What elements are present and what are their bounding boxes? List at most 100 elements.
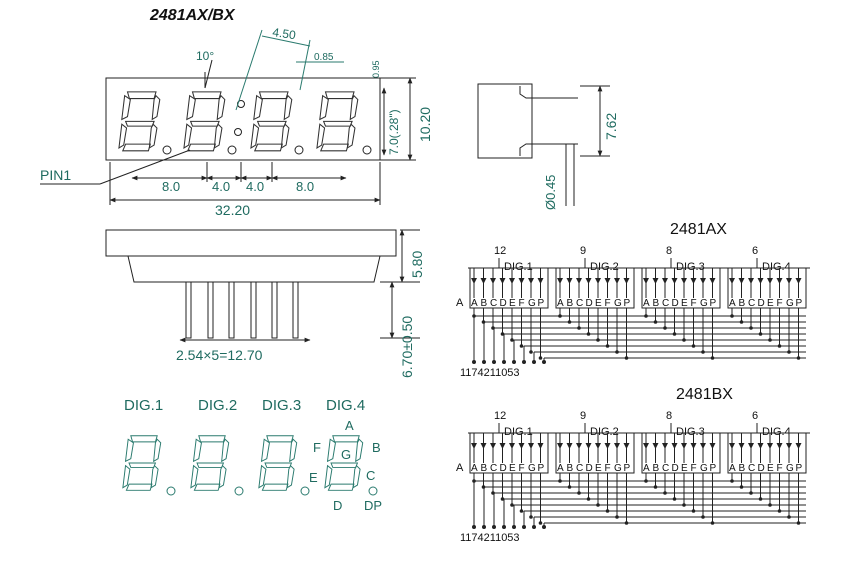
pin-node xyxy=(502,360,506,364)
segment-letter: E xyxy=(595,463,602,474)
segment-letter: A xyxy=(557,463,564,474)
diode-frame xyxy=(469,267,549,309)
seg-digit-4 xyxy=(324,435,364,491)
seg-letter-c: C xyxy=(366,468,375,483)
dim-pitch-2: 4.0 xyxy=(212,179,230,194)
segment-letter: C xyxy=(748,463,755,474)
segment-letter: F xyxy=(691,298,697,309)
segment-letter: B xyxy=(481,463,488,474)
common-pin-label: 9 xyxy=(580,245,586,257)
pin-node xyxy=(512,525,516,529)
pin-node xyxy=(482,360,486,364)
side-body xyxy=(477,83,533,159)
schematic-title: 2481BX xyxy=(676,386,733,403)
seg-letter-b: B xyxy=(372,440,381,455)
pin-node xyxy=(472,360,476,364)
segment-letter: C xyxy=(576,298,583,309)
dim-pin-spacing: 2.54×5=12.70 xyxy=(176,347,263,363)
dim-seg-width: 0.85 xyxy=(314,52,334,63)
seg-letter-g: G xyxy=(341,447,351,462)
segment-letter: F xyxy=(777,298,783,309)
segment-letter: F xyxy=(605,298,611,309)
segment-letter: G xyxy=(528,298,536,309)
seg-pitch-line xyxy=(261,35,311,47)
front-digit-1 xyxy=(118,91,161,152)
dp-dot xyxy=(166,486,176,496)
common-pin-label: 9 xyxy=(580,410,586,422)
segment-letter: P xyxy=(710,298,717,309)
schematic-title: 2481AX xyxy=(670,221,727,238)
segment-letter: P xyxy=(796,463,803,474)
dim-angle: 10° xyxy=(196,49,214,63)
seg-digit-3 xyxy=(258,435,298,491)
pin-node xyxy=(492,525,496,529)
segment-letter: C xyxy=(490,463,497,474)
segment-letter: B xyxy=(653,298,660,309)
dim-width: 32.20 xyxy=(215,202,250,218)
segment-letter: F xyxy=(691,463,697,474)
seg-digit-label-1: DIG.1 xyxy=(124,397,163,414)
seg-pitch-ext xyxy=(235,29,263,111)
pin-node xyxy=(532,525,536,529)
schematic-digit-label-3: DIG.3 xyxy=(676,426,705,438)
segment-letter: A xyxy=(456,462,464,474)
segment-letter: A xyxy=(729,463,736,474)
segment-letter: G xyxy=(528,463,536,474)
front-view: 10° 4.50 0.85 0.95 7.0(.28") 10.20 PIN1 … xyxy=(40,25,433,218)
segment-letter: F xyxy=(777,463,783,474)
seg-digit-label-4: DIG.4 xyxy=(326,397,365,414)
dim-top-gap: 0.95 xyxy=(371,60,381,78)
dim-digit-height: 7.0(.28") xyxy=(387,109,401,155)
pin-node xyxy=(542,360,546,364)
segment-letter: D xyxy=(758,463,765,474)
colon-dot xyxy=(234,128,242,136)
front-digit-2 xyxy=(183,91,226,152)
segment-letter: P xyxy=(710,463,717,474)
common-pin-label: 6 xyxy=(752,410,758,422)
segment-letter: A xyxy=(471,463,478,474)
segment-letter: D xyxy=(586,298,593,309)
dim-body-height: 5.80 xyxy=(409,251,425,278)
pin-node xyxy=(502,525,506,529)
pin-node xyxy=(492,360,496,364)
pin-node xyxy=(522,360,526,364)
bottom-pin-numbers: 1174211053 xyxy=(460,532,520,544)
dp-dot xyxy=(227,145,237,155)
common-pin-label: 12 xyxy=(494,245,506,257)
segment-letter: B xyxy=(653,463,660,474)
seg-letter-d: D xyxy=(333,498,342,513)
segments-view: DIG.1 DIG.2 DIG.3 DIG.4 A B C D E F G DP xyxy=(122,397,382,513)
segment-letter: B xyxy=(567,298,574,309)
diagram-title: 2481AX/BX xyxy=(149,7,236,24)
diode-frame xyxy=(641,432,721,474)
seg-letter-f: F xyxy=(313,440,321,455)
common-pin-label: 8 xyxy=(666,245,672,257)
diode-frame xyxy=(555,267,635,309)
segment-letter: G xyxy=(786,463,794,474)
segment-letter: P xyxy=(538,463,545,474)
schematic-digit-label-1: DIG.1 xyxy=(504,261,533,273)
front-body-outline xyxy=(105,77,381,161)
segment-letter: P xyxy=(538,298,545,309)
segment-letter: E xyxy=(509,463,516,474)
schematic-digit-label-2: DIG.2 xyxy=(590,426,619,438)
schematic-digit-label-4: DIG.4 xyxy=(762,261,791,273)
diode-frame xyxy=(727,267,807,309)
segment-letter: G xyxy=(786,298,794,309)
bottom-pins xyxy=(185,281,299,339)
pin-node xyxy=(522,525,526,529)
schematic-digit-label-4: DIG.4 xyxy=(762,426,791,438)
segment-letter: C xyxy=(576,463,583,474)
seg-digit-1 xyxy=(122,435,162,491)
diode-frame xyxy=(727,432,807,474)
segment-letter: F xyxy=(519,298,525,309)
segment-letter: C xyxy=(490,298,497,309)
side-pin-top xyxy=(519,86,578,99)
bottom-pin-numbers: 1174211053 xyxy=(460,367,520,379)
side-view: 7.62 Ø0.45 xyxy=(477,83,619,210)
angle-line xyxy=(204,59,213,89)
bottom-view: 2.54×5=12.70 5.80 6.70±0.50 xyxy=(105,229,425,378)
